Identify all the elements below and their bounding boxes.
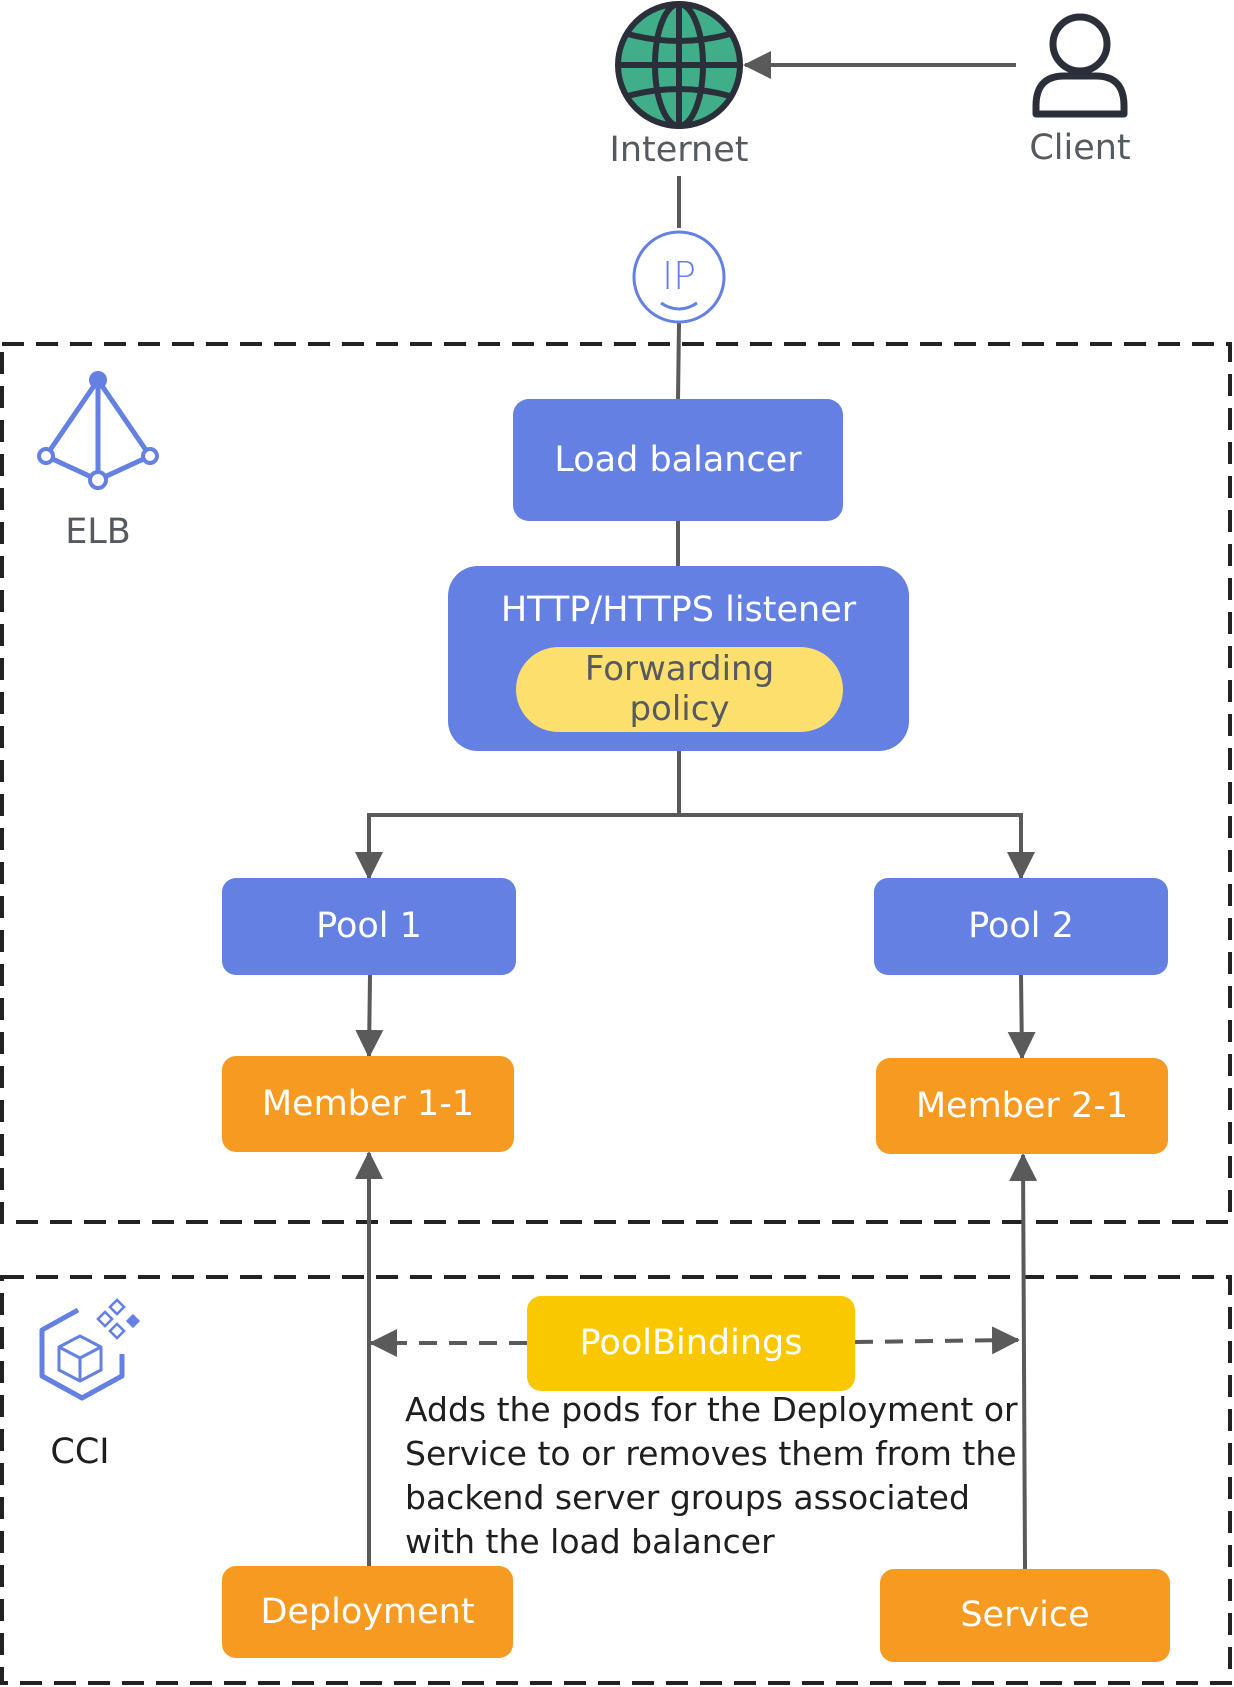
deployment-node: Deployment [222,1566,513,1658]
globe-icon [615,1,743,129]
load-balancer-node: Load balancer [513,399,843,521]
poolbindings-node: PoolBindings [527,1296,855,1391]
ip-icon: IP [632,230,726,324]
poolbindings-right-arrow [854,1326,1020,1355]
cci-boundary [0,1275,1232,1685]
pool2-to-member-arrow [1007,974,1036,1060]
elb-label: ELB [65,512,131,552]
service-to-member-arrow [1009,1153,1038,1570]
pool1-to-member-arrow [355,974,384,1058]
internet-label: Internet [609,130,749,170]
listener-to-pools-line [355,751,681,880]
member-1-1-node: Member 1-1 [222,1056,514,1152]
cci-label: CCI [50,1432,110,1472]
user-icon [1032,13,1128,118]
ip-to-lb-line [676,322,681,401]
listener-to-pool2-line [679,813,1035,880]
member-2-1-node: Member 2-1 [876,1058,1168,1154]
elb-boundary [0,342,1232,1224]
pool-2-node: Pool 2 [874,878,1168,975]
pool-1-node: Pool 1 [222,878,516,975]
elb-icon [37,371,159,490]
cci-icon [39,1298,141,1401]
service-node: Service [880,1569,1170,1662]
ip-text: IP [662,254,696,298]
poolbindings-description: Adds the pods for the Deployment or Serv… [405,1390,1018,1561]
forwarding-policy-node: Forwarding policy [516,647,843,732]
listener-label: HTTP/HTTPS listener [500,590,857,630]
client-label: Client [1029,128,1131,168]
